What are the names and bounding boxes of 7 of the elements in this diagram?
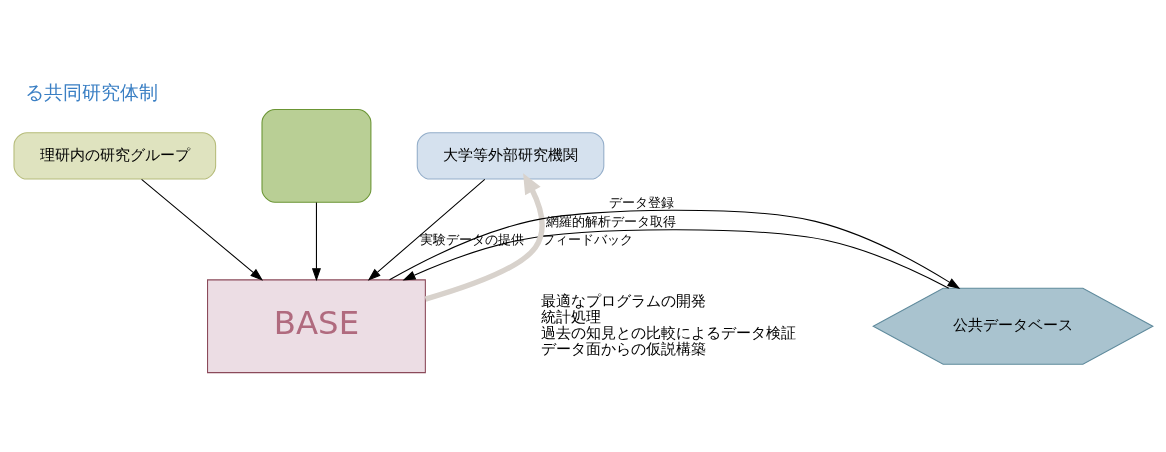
edge-label: データ登録	[608, 194, 674, 210]
node-label: データ面からの仮説構築	[540, 339, 706, 358]
node-label: 最適なプログラムの開発	[540, 291, 706, 310]
edge-label: フィードバック	[541, 231, 633, 247]
diagram-title: る共同研究体制	[24, 80, 158, 104]
edge-label: 網羅的解析データ取得	[545, 213, 676, 229]
node-label: 過去の知見との比較によるデータ検証	[540, 323, 796, 342]
